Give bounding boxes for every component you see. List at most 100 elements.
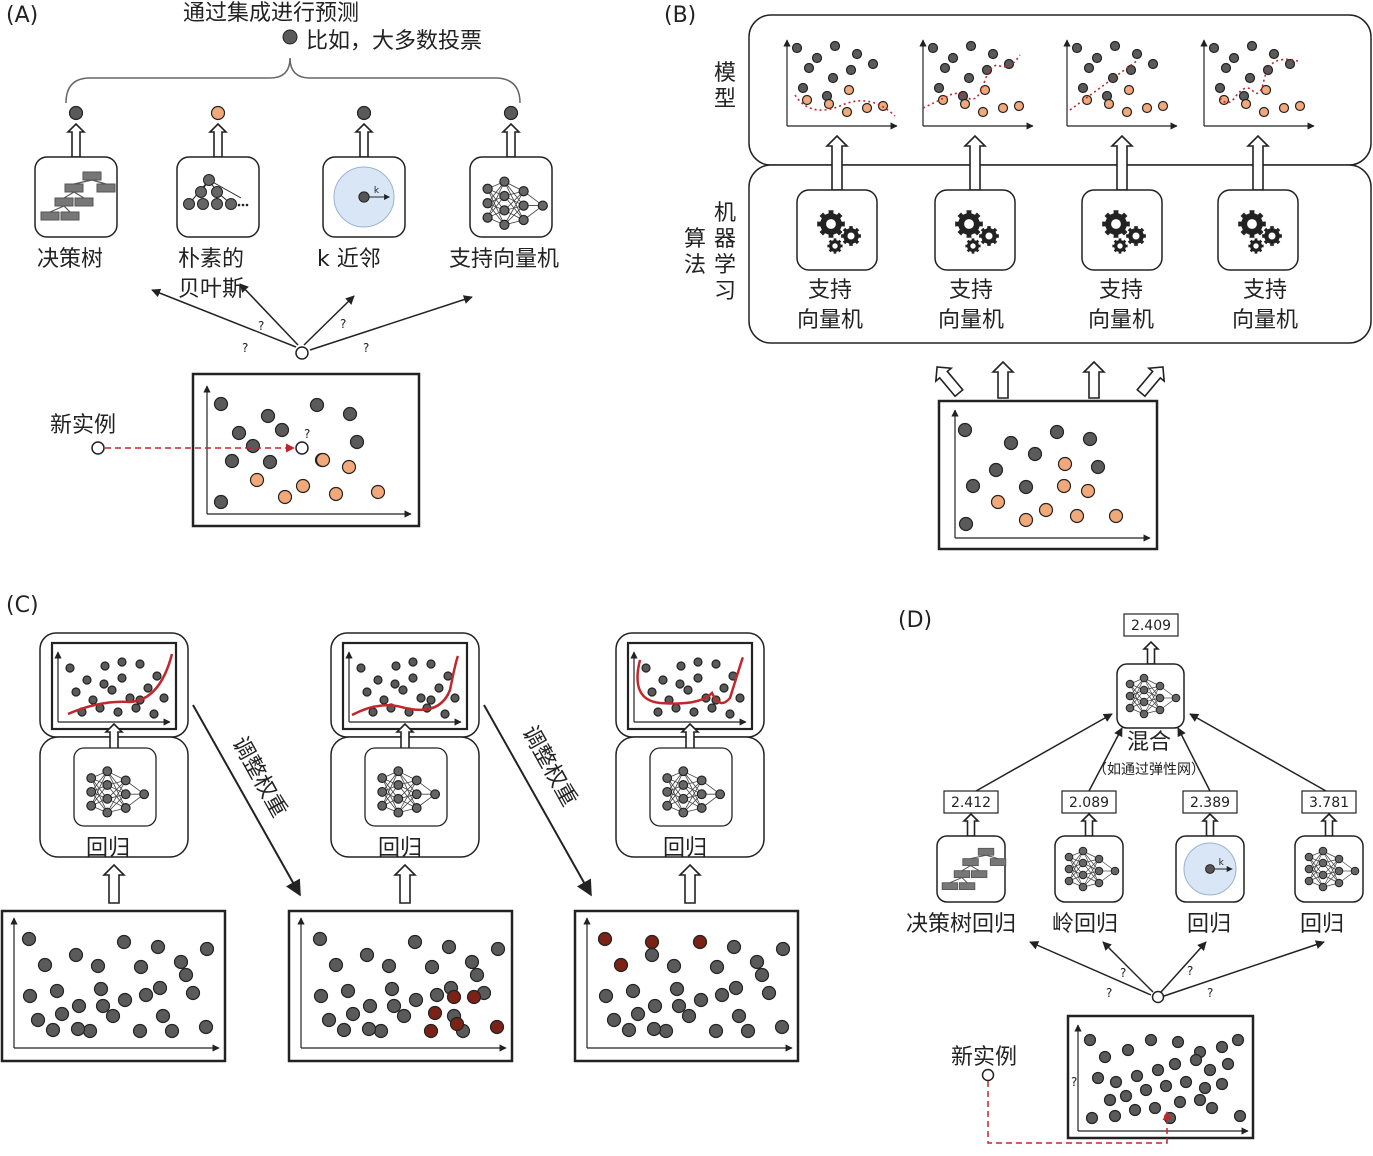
model-label-decision-tree: 决策树 — [37, 247, 103, 272]
ml-label: 器 — [714, 227, 736, 252]
data-point — [213, 494, 229, 510]
data-point — [1123, 84, 1135, 96]
data-point — [693, 673, 703, 683]
panel-b-columns — [783, 39, 1315, 271]
blender — [1116, 640, 1185, 729]
nn-node — [1094, 866, 1104, 876]
panel-b-tag: (B) — [664, 3, 696, 28]
data-point — [965, 40, 977, 52]
data-point — [65, 663, 75, 673]
value-box — [1182, 790, 1238, 814]
data-point — [30, 1012, 46, 1028]
data-point — [1107, 72, 1119, 84]
data-point — [71, 998, 87, 1014]
question-mark: ? — [1187, 964, 1193, 978]
data-point — [213, 396, 229, 412]
nn-node — [120, 789, 131, 800]
data-point — [117, 657, 127, 667]
data-point — [155, 1008, 171, 1024]
data-point — [440, 709, 450, 719]
models-layer-label: 模 — [714, 61, 736, 86]
nn-node — [499, 219, 510, 230]
data-point — [390, 679, 400, 689]
data-point — [1147, 58, 1159, 70]
data-point — [362, 687, 372, 697]
data-point — [740, 1023, 756, 1039]
gear-hole — [826, 219, 836, 229]
tree-edge — [49, 205, 65, 213]
data-point — [370, 484, 386, 500]
model-value: 2.412 — [951, 795, 991, 811]
data-point — [676, 661, 686, 671]
nn-node — [86, 786, 97, 797]
question-mark: ? — [1207, 986, 1213, 1000]
svm-label-line2: 向量机 — [1088, 308, 1154, 333]
data-point — [373, 675, 383, 685]
tree-edge — [961, 865, 971, 872]
data-point — [761, 985, 777, 1001]
data-point — [1083, 1033, 1097, 1047]
model-label-bayes: 贝叶斯 — [178, 277, 244, 302]
nn-edge — [90, 771, 108, 806]
ellipsis-dot — [241, 203, 245, 207]
panel-a-tag: (A) — [6, 3, 38, 28]
tree-node — [989, 858, 1007, 866]
nn-node — [1125, 679, 1135, 689]
data-point — [450, 693, 460, 703]
data-point — [1240, 98, 1252, 110]
nn-node — [393, 793, 404, 804]
data-point — [693, 992, 709, 1008]
model-label-knn: k 近邻 — [317, 247, 381, 272]
tree-edge — [949, 877, 963, 884]
gear-hole — [1111, 219, 1121, 229]
nn-node — [662, 773, 673, 784]
nn-node — [518, 214, 529, 226]
data-point — [867, 58, 879, 70]
adjust-weights-arrow — [483, 704, 592, 897]
data-point — [95, 998, 111, 1014]
value-box — [943, 790, 999, 814]
panel-b-column — [919, 39, 1034, 271]
data-point — [150, 939, 166, 955]
nn-edge — [1068, 850, 1084, 882]
data-point — [379, 695, 389, 705]
data-point — [625, 983, 641, 999]
neural-net-icon — [1125, 673, 1181, 719]
knn-center — [1205, 864, 1215, 874]
data-point — [249, 472, 265, 488]
data-point — [658, 675, 668, 685]
neural-net-icon — [1304, 846, 1360, 892]
data-point — [841, 106, 853, 118]
data-point — [1233, 1109, 1247, 1123]
tree-edge — [970, 854, 987, 860]
data-point — [105, 1008, 121, 1024]
data-point — [321, 1012, 337, 1028]
regression-label: 回归 — [663, 836, 707, 861]
query-node — [1151, 990, 1165, 1004]
regression-label: 回归 — [86, 836, 130, 861]
data-point — [1215, 1040, 1229, 1054]
nn-node — [1094, 854, 1104, 864]
up-arrow-icon — [1142, 640, 1160, 665]
data-point — [82, 1023, 98, 1039]
data-point — [381, 958, 397, 974]
graph-node — [211, 198, 223, 210]
tree-edge — [985, 854, 999, 860]
weighted-point — [449, 1016, 465, 1032]
ml-label: 机 — [714, 201, 736, 226]
data-point — [774, 1019, 790, 1035]
data-point — [754, 967, 770, 983]
regression-curve — [636, 657, 744, 705]
nn-edge — [381, 771, 399, 806]
algorithm-label: 算 — [684, 227, 706, 252]
data-point — [1220, 62, 1232, 74]
gear-hole — [964, 219, 974, 229]
data-point — [621, 1022, 637, 1038]
gears-icon — [955, 210, 999, 254]
graph-node — [203, 174, 215, 186]
tree-node — [941, 882, 959, 891]
data-point — [845, 64, 857, 76]
question-mark: ? — [304, 427, 310, 441]
data-point — [630, 1006, 646, 1022]
